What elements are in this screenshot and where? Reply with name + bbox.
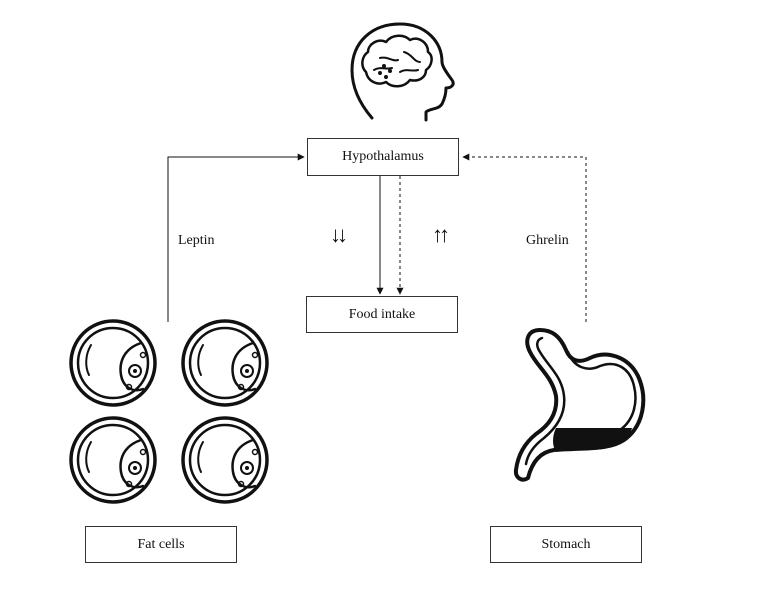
fat-cells-label: Fat cells [137, 536, 185, 552]
ghrelin-effect-arrows: ↑↑ [432, 222, 450, 247]
ghrelin-edge [462, 153, 587, 322]
brain-head-icon [350, 22, 455, 122]
food-intake-label: Food intake [348, 306, 416, 322]
leptin-edge [167, 153, 305, 322]
food-intake-node: Food intake [306, 296, 458, 333]
leptin-effect-arrows: ↓↓ [330, 222, 348, 247]
fat-cell-icon [69, 319, 269, 504]
stomach-node: Stomach [490, 526, 642, 563]
stomach-icon [513, 328, 646, 482]
hypothalamus-label: Hypothalamus [342, 149, 424, 164]
stomach-label: Stomach [541, 536, 591, 552]
leptin-label: Leptin [178, 233, 215, 248]
hypothalamus-node: Hypothalamus [307, 138, 459, 176]
fat-cells-node: Fat cells [85, 526, 237, 563]
ghrelin-label: Ghrelin [526, 233, 569, 248]
